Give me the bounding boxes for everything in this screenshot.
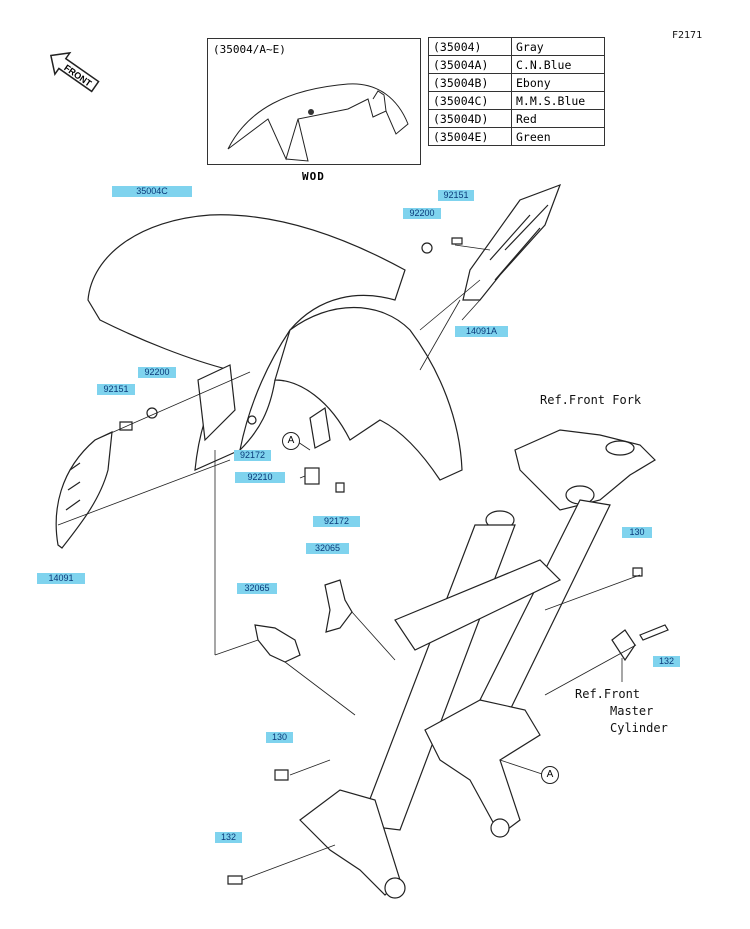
callout-32065-b: 32065 — [237, 583, 277, 594]
color-table: (35004)Gray (35004A)C.N.Blue (35004B)Ebo… — [428, 37, 605, 146]
callout-14091: 14091 — [37, 573, 85, 584]
callout-92151-top: 92151 — [438, 190, 474, 201]
table-row: (35004)Gray — [428, 37, 605, 56]
ref-master-cylinder-2: Master — [610, 704, 654, 718]
marker-a-fender: A — [282, 432, 300, 450]
table-row: (35004D)Red — [428, 109, 605, 128]
bracket-32065-upper — [324, 579, 353, 633]
inset-caption: WOD — [302, 170, 325, 183]
callout-92200-top: 92200 — [403, 208, 441, 219]
ref-master-cylinder-3: Cylinder — [610, 721, 668, 735]
callout-14091a: 14091A — [455, 326, 508, 337]
ref-master-cylinder-1: Ref.Front — [575, 687, 641, 701]
callout-92172-a: 92172 — [234, 450, 271, 461]
callout-130-left: 130 — [266, 732, 293, 743]
table-row: (35004B)Ebony — [428, 73, 605, 92]
fender-inset-drawing — [227, 83, 409, 162]
callout-92200-left: 92200 — [138, 367, 176, 378]
lower-triple-clamp — [394, 559, 562, 651]
table-row: (35004C)M.M.S.Blue — [428, 91, 605, 110]
bracket-32065-lower — [254, 624, 301, 663]
callout-32065-a: 32065 — [306, 543, 349, 554]
callout-130-right: 130 — [622, 527, 652, 538]
inset-title: (35004/A~E) — [213, 43, 286, 56]
figure-code: F2171 — [672, 30, 703, 41]
callout-35004c: 35004C — [112, 186, 192, 197]
table-row: (35004E)Green — [428, 127, 605, 146]
callout-132-left: 132 — [215, 832, 242, 843]
callout-92210: 92210 — [235, 472, 285, 483]
callout-132-right: 132 — [653, 656, 680, 667]
ref-front-fork: Ref.Front Fork — [540, 393, 642, 407]
fender-variant-inset: (35004/A~E) — [207, 38, 421, 165]
fender-panel-14091 — [55, 431, 113, 549]
marker-a-fork: A — [541, 766, 559, 784]
callout-92172-b: 92172 — [313, 516, 360, 527]
front-arrow-icon: FRONT — [49, 51, 100, 93]
callout-92151-left: 92151 — [97, 384, 135, 395]
